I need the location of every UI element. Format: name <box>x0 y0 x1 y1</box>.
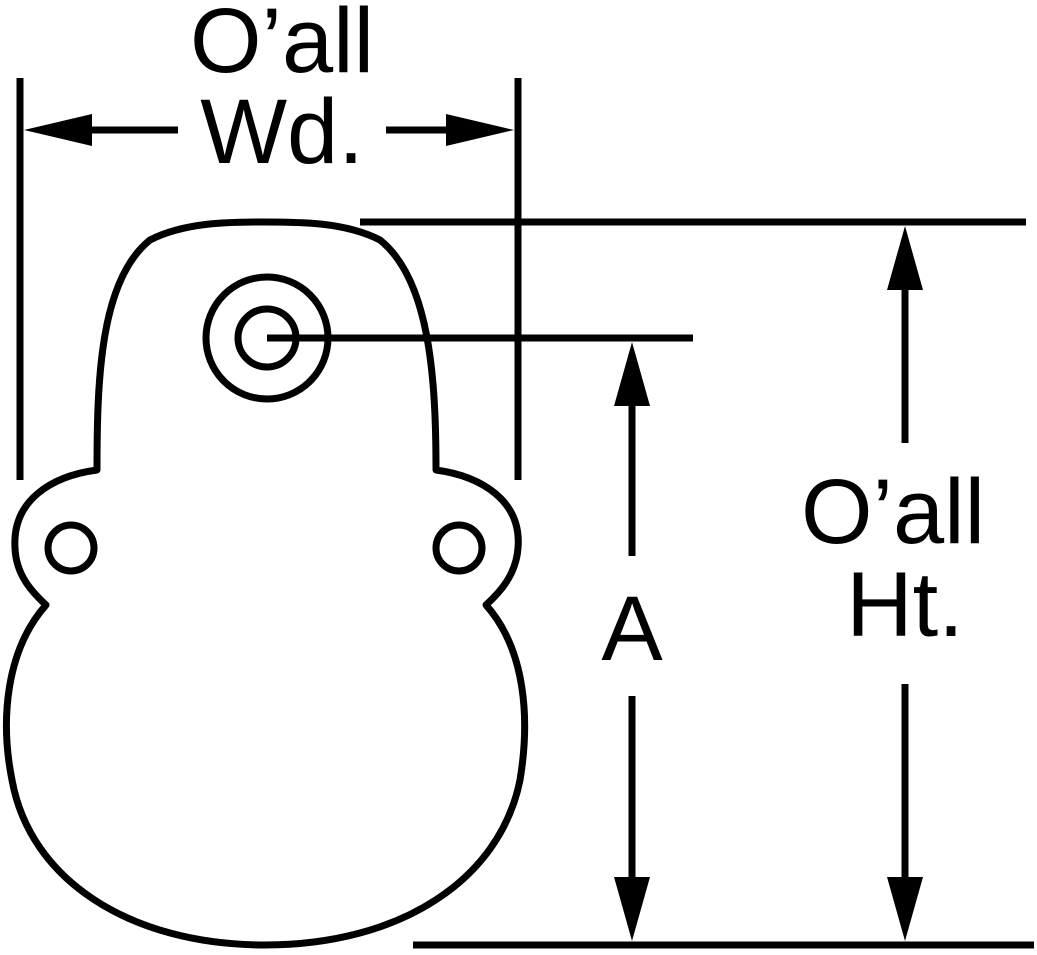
height-arrowhead-bottom <box>887 877 923 941</box>
dimension-a-label: A <box>601 578 663 680</box>
overall-height-label-line2: Ht. <box>846 554 964 656</box>
a-arrowhead-top <box>614 342 650 406</box>
height-arrowhead-top <box>887 226 923 290</box>
right-mounting-hole <box>432 521 486 575</box>
width-arrowhead-left <box>24 114 92 146</box>
overall-width-label-line1: O’all <box>190 0 374 92</box>
part-outline <box>2 218 529 949</box>
a-arrowhead-bottom <box>614 877 650 941</box>
overall-width-label-line2: Wd. <box>200 81 364 183</box>
width-arrowhead-right <box>446 114 514 146</box>
overall-height-label-line1: O’all <box>801 461 985 563</box>
left-mounting-hole <box>44 521 98 575</box>
